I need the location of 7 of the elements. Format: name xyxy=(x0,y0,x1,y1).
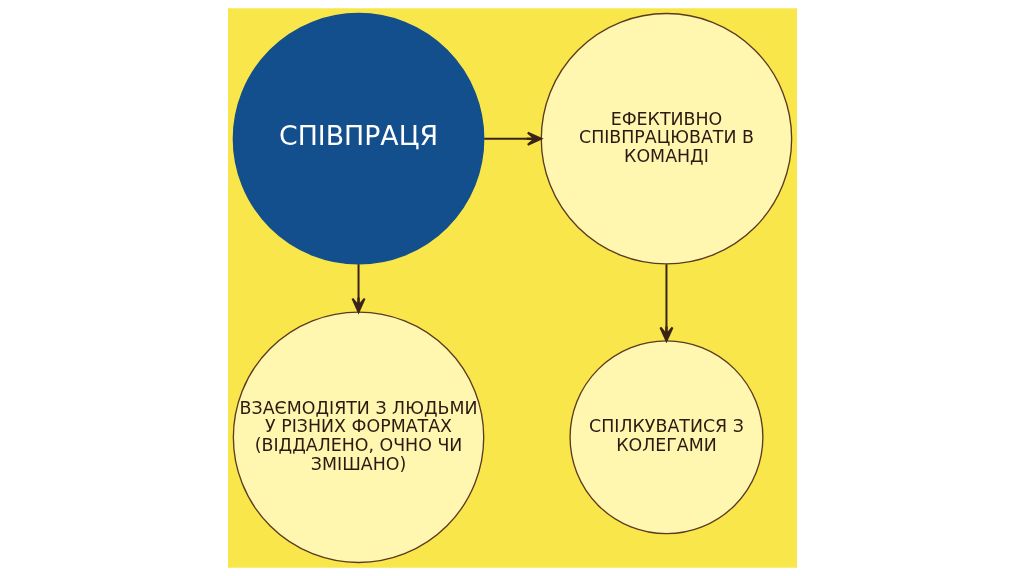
node-circle: СПІЛКУВАТИСЯ З КОЛЕГАМИ xyxy=(568,340,764,535)
node-circle: ЕФЕКТИВНО СПІВПРАЦЮВАТИ В КОМАНДІ xyxy=(540,12,792,265)
node-circle: СПІВПРАЦЯ xyxy=(232,12,484,265)
arrow xyxy=(658,264,673,342)
arrow xyxy=(351,264,366,314)
arrow xyxy=(483,131,542,146)
node-circle: ВЗАЄМОДІЯТИ З ЛЮДЬМИ У РІЗНИХ ФОРМАТАХ (ВІДДАЛЕНО, ОЧНО ЧИ ЗМІШАНО) xyxy=(232,311,484,564)
